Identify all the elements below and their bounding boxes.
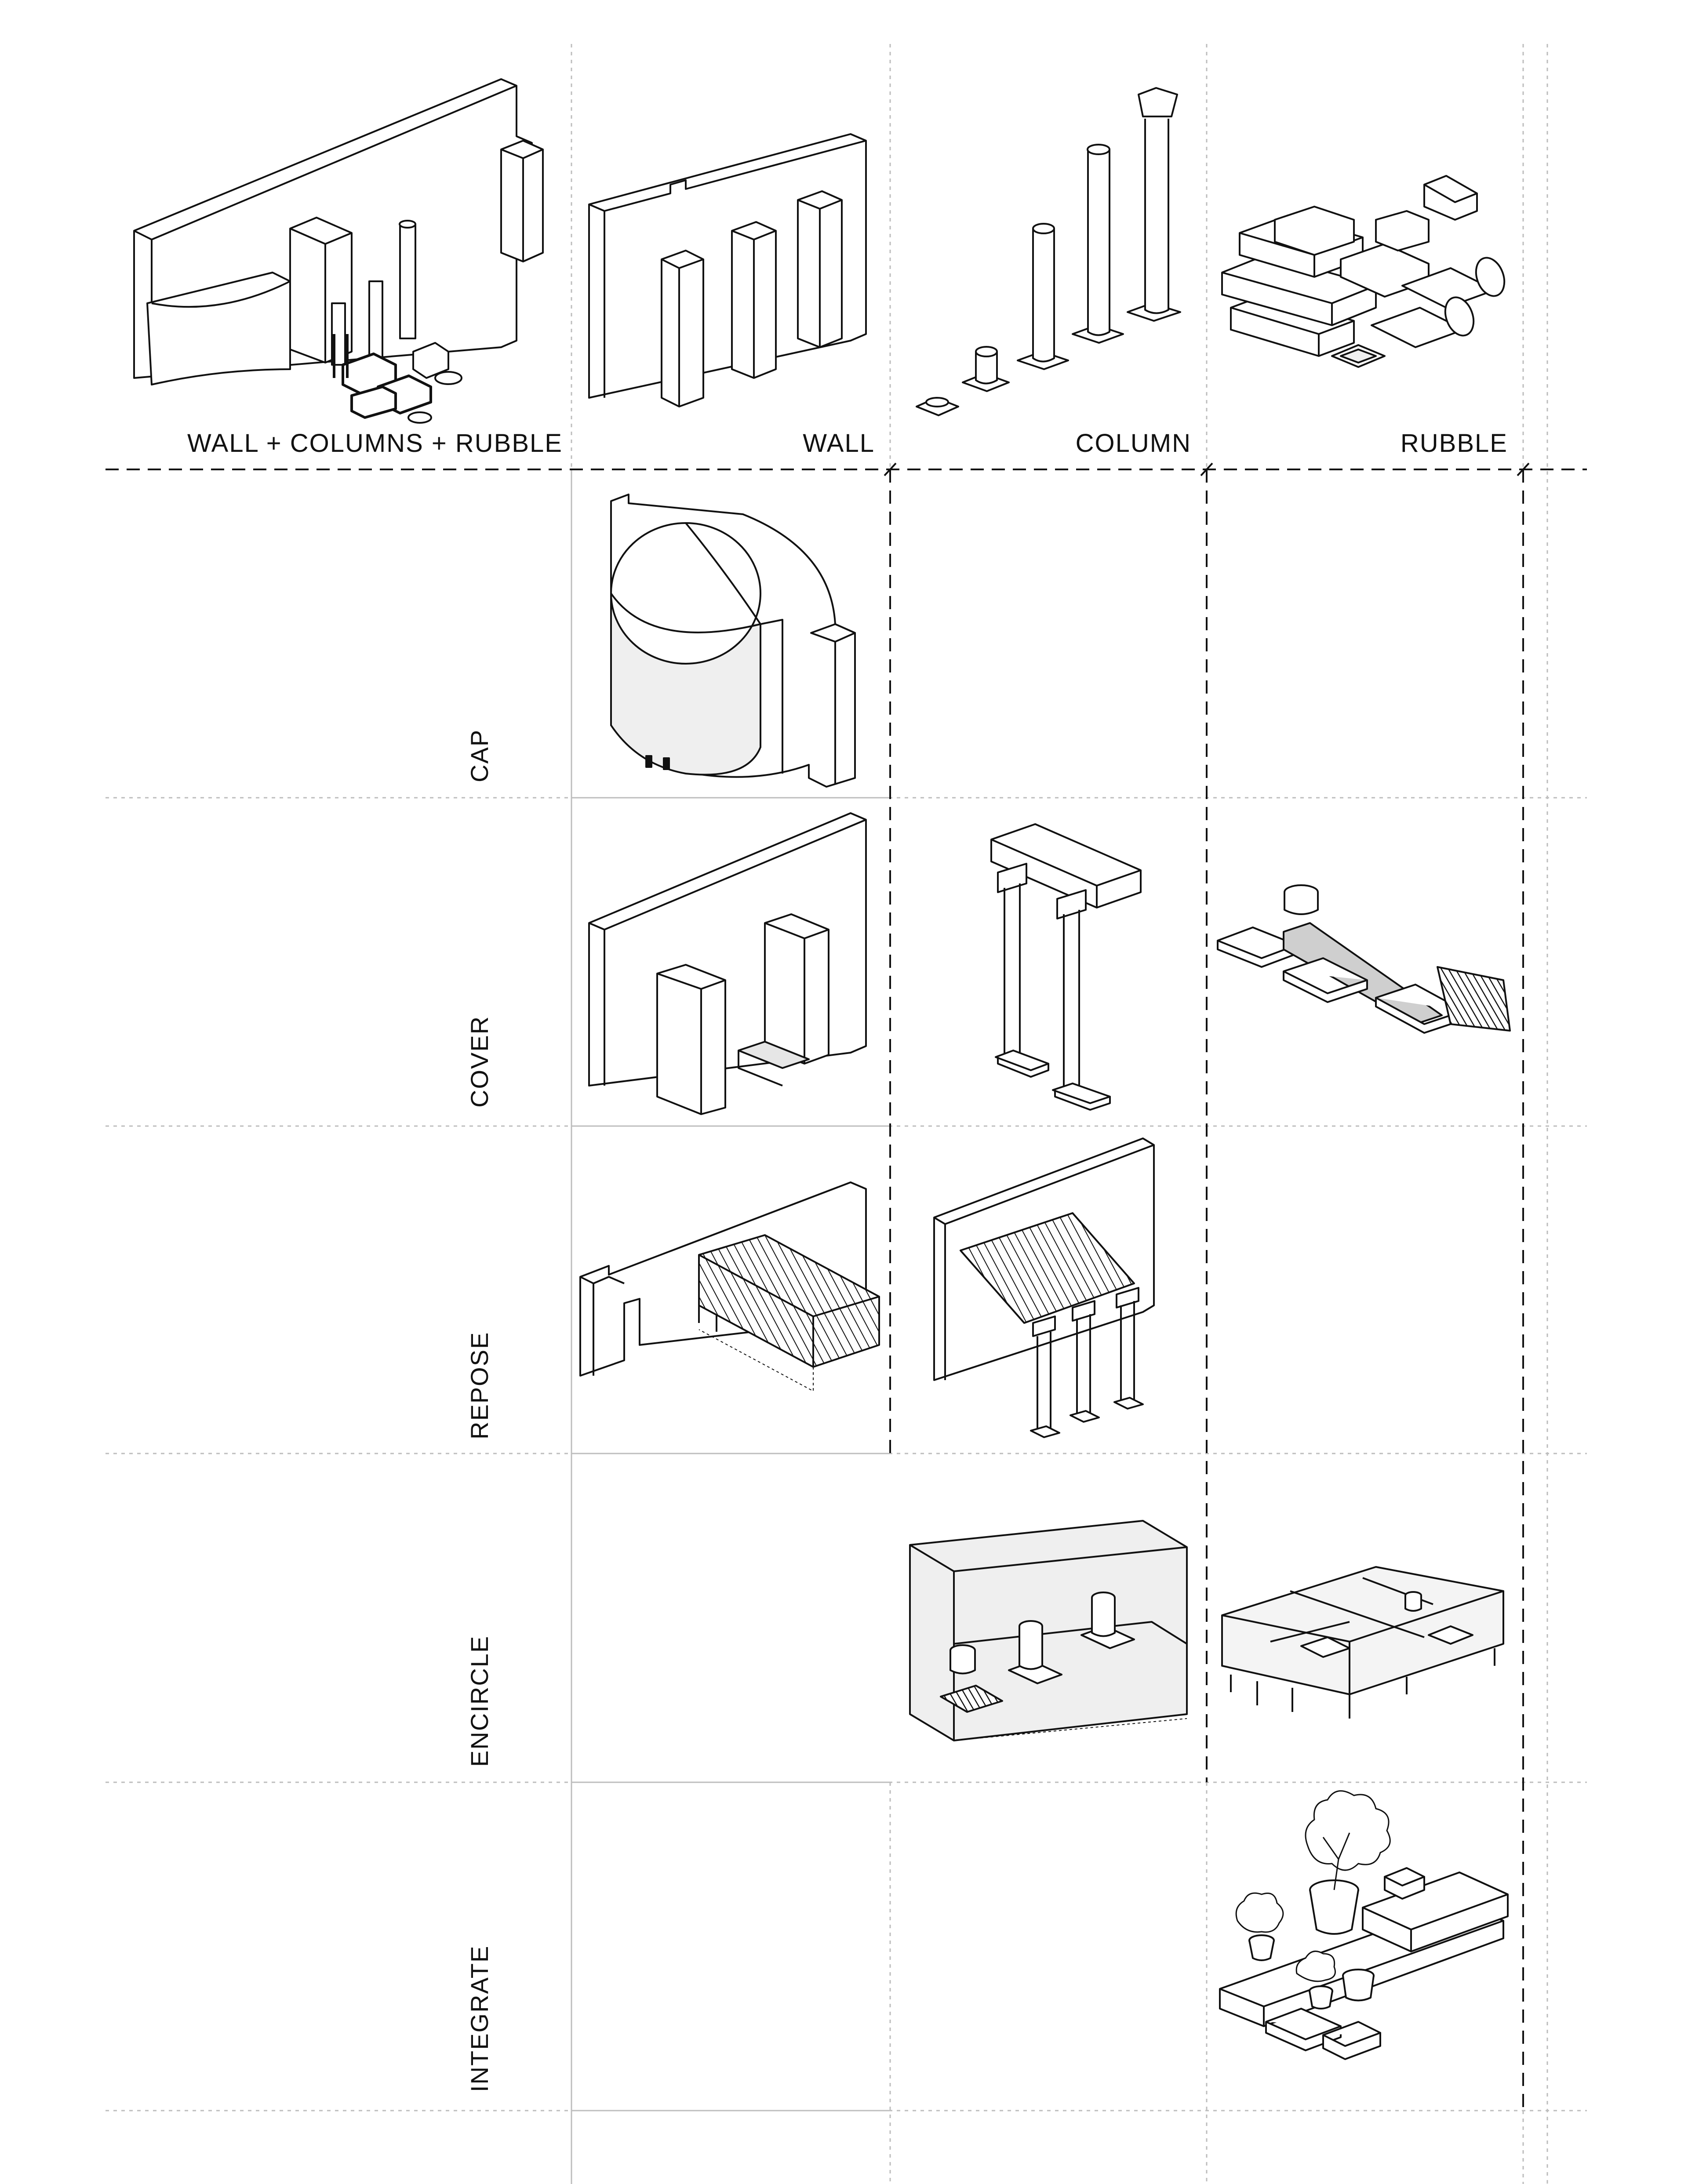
drawing-encircle-columns <box>909 1520 1188 1741</box>
drawing-repose-wall <box>579 1181 880 1392</box>
drawing-integrate-rubble <box>1219 1790 1509 2060</box>
drawing-rubble-pile <box>1221 175 1506 368</box>
header-rubble: RUBBLE <box>1400 429 1508 458</box>
drawing-cover-columns <box>990 823 1142 1111</box>
grid-lines <box>106 44 1587 2184</box>
drawing-wall <box>588 133 867 407</box>
drawing-encircle-rubble <box>1221 1566 1504 1719</box>
header-wall: WALL <box>803 429 875 458</box>
drawing-cover-rubble <box>1217 884 1511 1034</box>
drawing-repose-columns <box>933 1137 1155 1438</box>
drawing-cover-wall <box>588 812 867 1115</box>
drawing-wall-columns-rubble <box>133 78 544 424</box>
header-column: COLUMN <box>1075 429 1191 458</box>
drawing-columns <box>916 87 1181 416</box>
header-wall-columns-rubble: WALL + COLUMNS + RUBBLE <box>187 429 563 458</box>
drawing-cap-wall <box>610 494 856 788</box>
